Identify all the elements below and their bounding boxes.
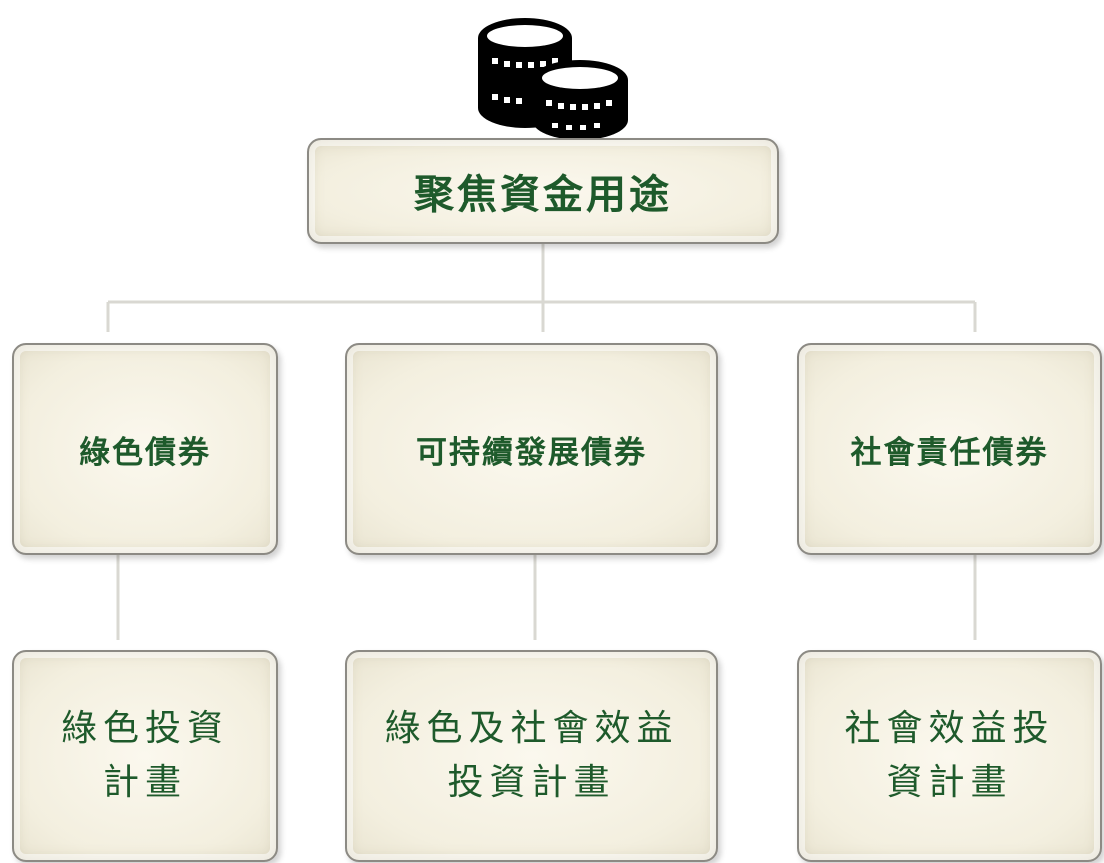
leaf-line-1: 綠色投資 [60,708,229,749]
root-node: 聚焦資金用途 [307,138,779,244]
category-label: 可持續發展債券 [416,434,647,471]
category-node-sustainability-bonds: 可持續發展債券 [345,343,718,555]
category-node-social-bonds: 社會責任債券 [797,343,1102,555]
leaf-node-green-social-investment: 綠色及社會效益 投資計畫 [345,650,718,862]
leaf-line-1: 綠色及社會效益 [384,708,679,749]
leaf-line-1: 社會效益投 [844,708,1055,749]
leaf-node-social-investment: 社會效益投 資計畫 [797,650,1102,862]
coins-icon [478,18,628,140]
root-label: 聚焦資金用途 [414,172,672,218]
category-label: 社會責任債券 [850,434,1049,471]
category-node-green-bonds: 綠色債券 [12,343,278,555]
leaf-line-2: 資計畫 [886,762,1013,803]
leaf-line-2: 計畫 [102,762,187,803]
leaf-line-2: 投資計畫 [447,762,616,803]
category-label: 綠色債券 [79,434,211,471]
leaf-node-green-investment: 綠色投資 計畫 [12,650,278,862]
